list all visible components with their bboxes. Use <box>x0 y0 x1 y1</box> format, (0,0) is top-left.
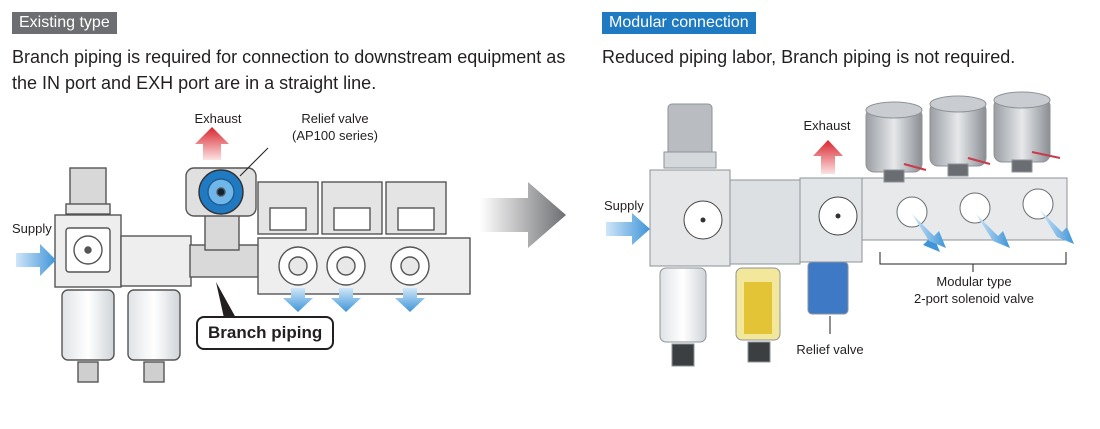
outlet-arrow-icon <box>906 210 1074 252</box>
existing-type-drawing <box>54 167 471 383</box>
modular-connection-description: Reduced piping labor, Branch piping is n… <box>602 47 1016 67</box>
modular-desc-label: 2-port solenoid valve <box>914 291 1034 306</box>
modular-connection-drawing <box>649 91 1068 367</box>
left-supply-label: Supply <box>12 221 52 236</box>
supply-arrow-icon <box>16 244 56 276</box>
existing-type-tag: Existing type <box>12 12 117 34</box>
exhaust-arrow-icon <box>195 127 229 160</box>
right-relief-valve-label: Relief valve <box>796 342 864 357</box>
branch-piping-callout: Branch piping <box>196 316 335 350</box>
exhaust-arrow-icon <box>813 140 843 174</box>
left-relief-series-label: (AP100 series) <box>292 128 378 143</box>
right-supply-label: Supply <box>604 198 644 213</box>
existing-type-description: Branch piping is required for connection… <box>12 47 566 93</box>
left-relief-valve-label: Relief valve <box>301 111 369 126</box>
outlet-arrow-icon <box>283 288 425 312</box>
transition-arrow-icon <box>480 182 566 248</box>
supply-arrow-icon <box>606 213 650 245</box>
left-exhaust-label: Exhaust <box>194 111 242 126</box>
modular-type-label: Modular type <box>936 274 1012 289</box>
modular-connection-tag: Modular connection <box>602 12 756 34</box>
right-exhaust-label: Exhaust <box>803 118 851 133</box>
